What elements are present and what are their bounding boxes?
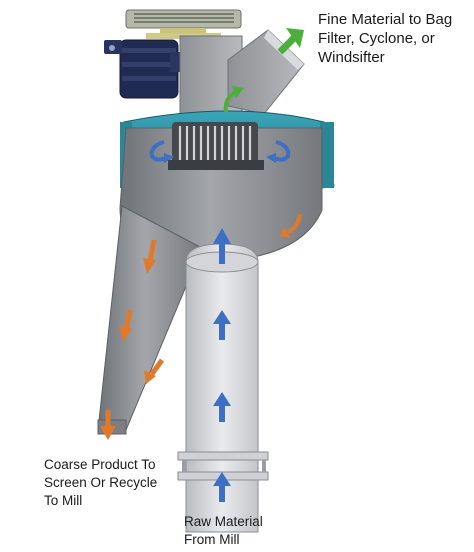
fine-material-label: Fine Material to Bag Filter, Cyclone, or… bbox=[318, 10, 452, 67]
fine-material-label-line: Filter, Cyclone, or bbox=[318, 30, 435, 47]
recirculation-arrow-icon bbox=[149, 140, 291, 162]
coarse-product-label-line: To Mill bbox=[44, 493, 83, 508]
coarse-flow-arrow-icon bbox=[100, 213, 302, 440]
coarse-product-label-line: Screen Or Recycle bbox=[44, 475, 158, 490]
raw-material-label-line: From Mill bbox=[184, 532, 240, 547]
classifier-rotor bbox=[168, 122, 264, 170]
fine-material-label-line: Windsifter bbox=[318, 49, 385, 66]
fine-flow-arrow-head bbox=[286, 28, 304, 48]
coarse-product-label: Coarse Product To Screen Or Recycle To M… bbox=[44, 456, 157, 510]
fine-flow-arrow-icon bbox=[277, 35, 297, 55]
raw-material-label: Raw Material From Mill bbox=[184, 513, 263, 549]
upflow-arrow-icon bbox=[223, 90, 237, 113]
raw-material-label-line: Raw Material bbox=[184, 514, 263, 529]
fine-material-label-line: Fine Material to Bag bbox=[318, 11, 453, 28]
side-motor bbox=[104, 39, 186, 99]
upflow-arrow-head bbox=[232, 86, 244, 98]
top-motor-cover bbox=[125, 9, 242, 39]
raw-flow-arrow-icon bbox=[213, 228, 231, 502]
coarse-product-label-line: Coarse Product To bbox=[44, 457, 156, 472]
